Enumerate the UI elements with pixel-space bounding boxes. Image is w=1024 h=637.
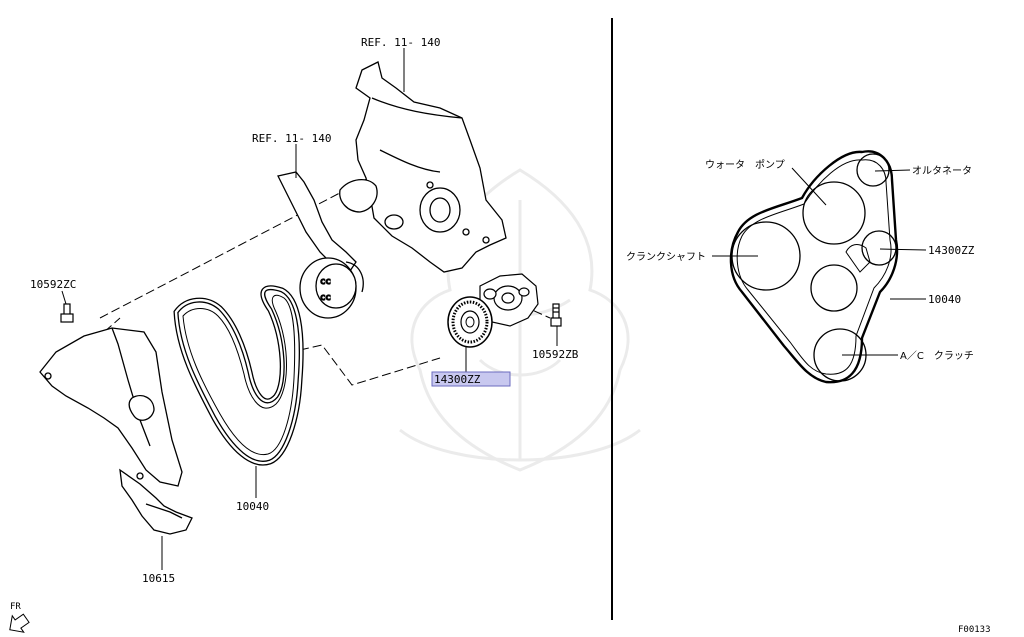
- bolt-10592zc: [60, 303, 74, 323]
- part-label-10615[interactable]: 10615: [142, 572, 175, 585]
- timing-chain-case: [355, 61, 507, 273]
- ref-label-left: REF. 11- 140: [252, 132, 331, 145]
- part-label-10040[interactable]: 10040: [236, 500, 269, 513]
- water-pump: cc cc: [299, 257, 364, 319]
- auto-tensioner: [479, 273, 539, 327]
- belt-routing-diagram: [729, 150, 899, 384]
- belt-path: [729, 150, 899, 384]
- tensioner-pulley: [447, 296, 493, 348]
- belt-cover: [39, 327, 193, 535]
- svg-text:cc: cc: [320, 293, 331, 303]
- crankshaft-label: クランクシャフト: [626, 251, 706, 263]
- svg-text:cc: cc: [320, 277, 331, 287]
- part-highlight-14300zz: [431, 371, 511, 387]
- alternator-label: オルタネータ: [912, 165, 972, 177]
- part-label-14300zz[interactable]: 14300ZZ: [434, 373, 481, 386]
- front-direction-icon: FR: [9, 602, 30, 633]
- water-pump-label: ウォータ ポンプ: [705, 159, 785, 171]
- svg-text:FR: FR: [10, 602, 21, 612]
- figure-id: F00133: [958, 625, 991, 635]
- belt-routing-label[interactable]: 10040: [928, 293, 961, 306]
- front-cover-piece: [277, 171, 378, 275]
- drive-belt: [173, 285, 304, 466]
- alternator-pulley: [856, 153, 890, 187]
- tensioner-routing-label[interactable]: 14300ZZ: [928, 244, 975, 257]
- ref-label-top: REF. 11- 140: [361, 36, 440, 49]
- ac-clutch-label: A／C クラッチ: [900, 350, 974, 362]
- part-label-10592zb[interactable]: 10592ZB: [532, 348, 579, 361]
- leader-lines-right: [712, 167, 927, 356]
- idler-pulley: [810, 264, 858, 312]
- part-label-10592zc[interactable]: 10592ZC: [30, 278, 76, 291]
- leader-lines-left: [61, 48, 558, 570]
- water-pump-pulley: [802, 181, 866, 245]
- bolt-10592zb: [550, 303, 562, 327]
